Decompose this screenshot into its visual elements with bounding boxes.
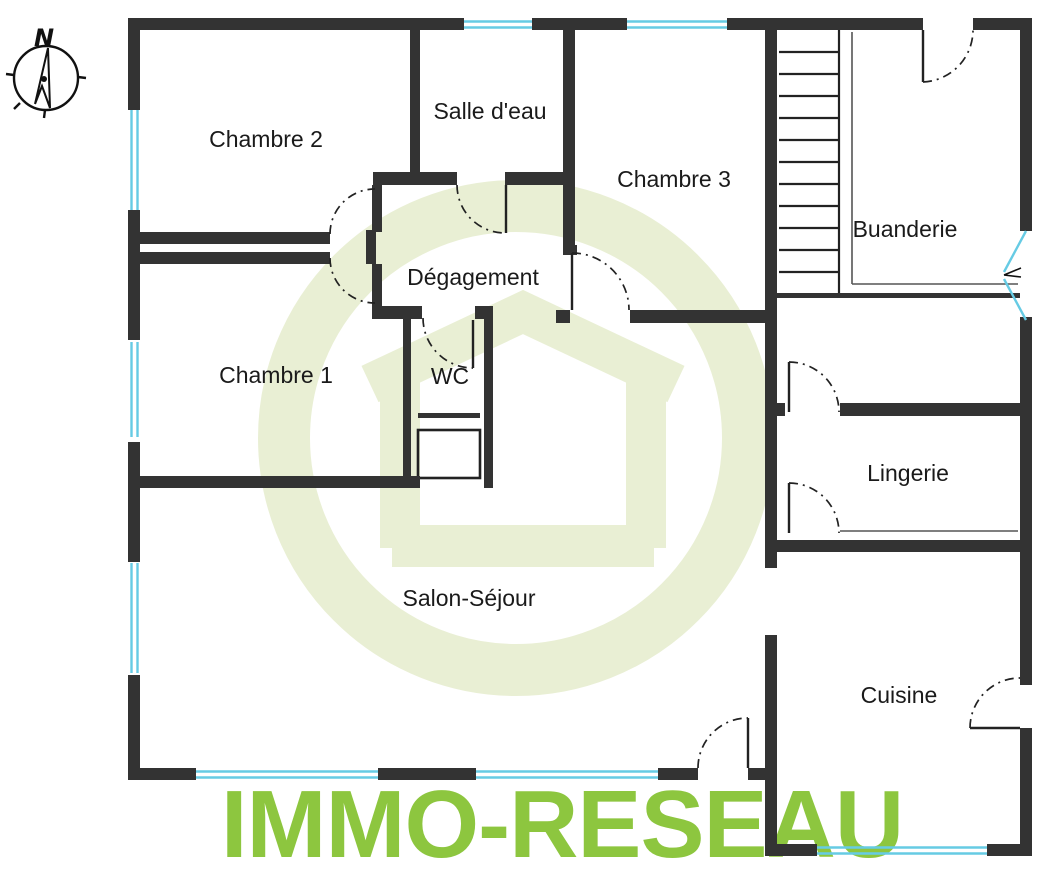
brand-watermark-text: IMMO-RESEAU bbox=[221, 771, 903, 874]
room-label-lingerie: Lingerie bbox=[867, 460, 949, 486]
room-label-chambre-3: Chambre 3 bbox=[617, 166, 731, 192]
room-label-salle-d-eau: Salle d'eau bbox=[433, 98, 546, 124]
casement-window-icon bbox=[1002, 230, 1028, 321]
door-arcs bbox=[329, 29, 1021, 769]
watermark-logo bbox=[258, 180, 774, 696]
room-inner-outlines bbox=[840, 32, 1018, 532]
room-label-salon-sejour: Salon-Séjour bbox=[403, 585, 536, 611]
room-labels: Chambre 2 Salle d'eau Chambre 3 Buanderi… bbox=[209, 98, 957, 708]
room-label-buanderie: Buanderie bbox=[853, 216, 958, 242]
room-label-chambre-2: Chambre 2 bbox=[209, 126, 323, 152]
compass-north-label: N bbox=[34, 24, 54, 52]
staircase bbox=[779, 30, 841, 293]
room-label-degagement: Dégagement bbox=[407, 264, 539, 290]
room-label-chambre-1: Chambre 1 bbox=[219, 362, 333, 388]
windows bbox=[130, 20, 987, 855]
walls bbox=[128, 18, 1032, 856]
room-label-cuisine: Cuisine bbox=[861, 682, 938, 708]
room-label-wc: WC bbox=[431, 363, 469, 389]
compass-rose: N bbox=[5, 24, 87, 119]
